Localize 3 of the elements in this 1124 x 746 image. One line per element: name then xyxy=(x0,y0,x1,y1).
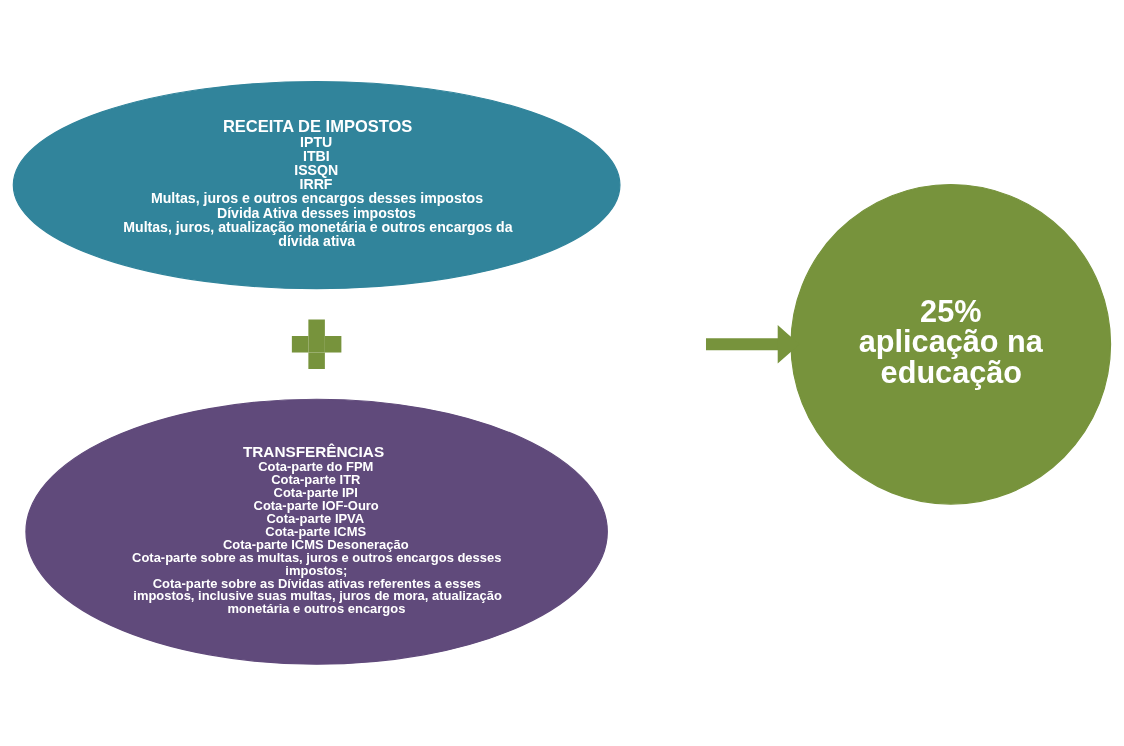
node-ellipse: RECEITA DE IMPOSTOS IPTU ITBI ISSQN IRRF Multas, juros e outros encargos desses impostos Dívida Ativa desses impostos Multas, juros, atualização monetária e outros encargos da dívida ativa xyxy=(12,80,621,290)
node-ellipse: TRANSFERÊNCIAS Cota-parte do FPM Cota-parte ITR Cota-parte IPI Cota-parte IOF-Ouro Cota-parte IPVA Cota-parte ICMS Cota-parte ICMS Desoneração Cota-parte sobre as multas, juros e outros encargos desses impostos; Cota-parte sobre as Dívidas ativas referentes a esses impostos, inclusive suas multas, juros de mora, atualização monetária e outros encargos xyxy=(25,398,608,665)
node-circle: 25% aplicação na educação xyxy=(790,183,1112,505)
